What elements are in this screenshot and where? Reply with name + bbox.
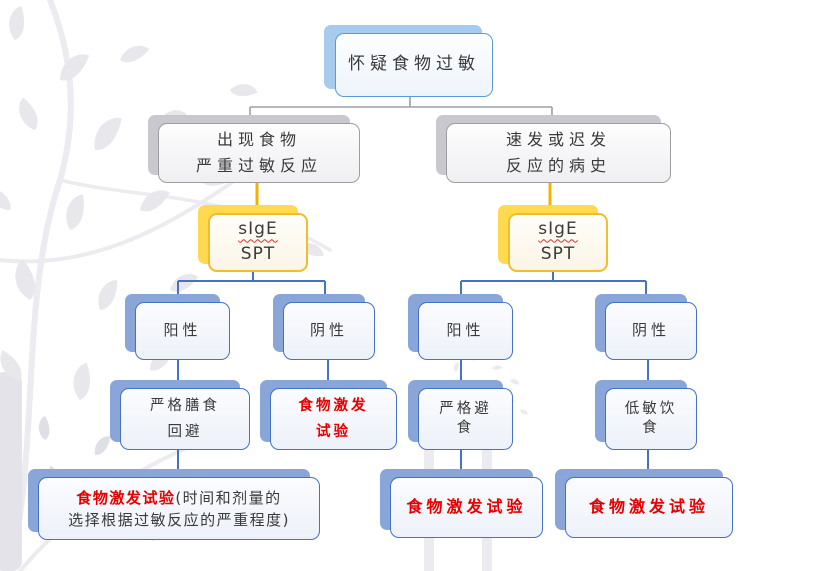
node-face: 严格避 食 [418, 388, 513, 450]
node-face: 怀疑食物过敏 [335, 33, 493, 97]
node-label-line2: 食 [456, 420, 475, 436]
node-label-line2: 食 [642, 420, 660, 436]
node-label: 阳性 [446, 321, 485, 340]
challenge-red-text: 食物激发试验 [76, 488, 176, 507]
node-immediate-delayed-reaction-history: 速发或迟发 反应的病史 [436, 115, 671, 183]
node-face: 食物激发试验(时间和剂量的 选择根据过敏反应的严重程度) [38, 477, 320, 540]
node-label-line1: 出现食物 [216, 130, 301, 150]
node-strict-avoidance: 严格避 食 [408, 380, 513, 450]
node-face: sIgE SPT [208, 213, 308, 272]
sige-label: sIgE [538, 219, 578, 240]
node-label-line1: 严格避 [439, 401, 492, 418]
node-positive-right: 阳性 [408, 294, 513, 360]
node-face: 严格膳食 回避 [120, 388, 250, 450]
node-suspected-food-allergy: 怀疑食物过敏 [324, 25, 493, 97]
node-food-challenge-detail: 食物激发试验(时间和剂量的 选择根据过敏反应的严重程度) [28, 469, 320, 540]
node-face: 低敏饮 食 [605, 388, 697, 450]
node-label-line2: 试验 [316, 423, 351, 440]
node-negative-right: 阴性 [595, 294, 697, 360]
node-low-allergen-diet: 低敏饮 食 [595, 380, 697, 450]
challenge-black-text-1: (时间和剂量的 [175, 488, 282, 507]
node-severe-food-reaction-history: 出现食物 严重过敏反应 [148, 115, 360, 183]
node-label-line2: 严重过敏反应 [195, 155, 322, 175]
node-label-line2: 反应的病史 [505, 155, 611, 175]
node-label-line1: 严格膳食 [150, 397, 220, 414]
sige-label: sIgE [238, 219, 278, 240]
node-label-line2: 选择根据过敏反应的严重程度) [68, 510, 290, 529]
node-food-challenge-right: 食物激发试验 [555, 469, 733, 538]
node-label: 食物激发试验 [406, 497, 527, 517]
node-negative-left: 阴性 [273, 294, 375, 360]
node-label: 阳性 [163, 321, 202, 340]
node-label-line1: 食物激发 [298, 397, 369, 414]
spt-label: SPT [540, 244, 576, 265]
node-face: 速发或迟发 反应的病史 [446, 123, 671, 183]
node-label-line1: 速发或迟发 [505, 130, 611, 150]
node-face: 出现食物 严重过敏反应 [158, 123, 360, 183]
node-face: 食物激发试验 [390, 477, 543, 538]
node-label-line1: 食物激发试验(时间和剂量的 [76, 488, 281, 508]
node-face: 阴性 [605, 302, 697, 360]
node-face: 食物激发试验 [565, 477, 733, 538]
node-label-line2: 回避 [167, 423, 203, 440]
spt-label: SPT [240, 244, 276, 265]
node-face: 食物激发 试验 [270, 388, 397, 450]
node-label: 阴性 [631, 321, 670, 340]
node-face: 阴性 [283, 302, 375, 360]
node-face: 阳性 [418, 302, 513, 360]
node-sige-spt-left: sIgE SPT [198, 205, 308, 272]
node-food-challenge-mid: 食物激发试验 [380, 469, 543, 538]
node-positive-left: 阳性 [125, 294, 230, 360]
node-label: 阴性 [309, 321, 348, 340]
node-food-challenge-left: 食物激发 试验 [260, 380, 397, 450]
node-sige-spt-right: sIgE SPT [498, 205, 608, 272]
node-face: sIgE SPT [508, 213, 608, 272]
node-label: 怀疑食物过敏 [348, 54, 480, 75]
node-face: 阳性 [135, 302, 230, 360]
node-strict-diet-avoidance: 严格膳食 回避 [110, 380, 250, 450]
node-label-line1: 低敏饮 [624, 401, 678, 418]
node-label: 食物激发试验 [588, 497, 709, 517]
